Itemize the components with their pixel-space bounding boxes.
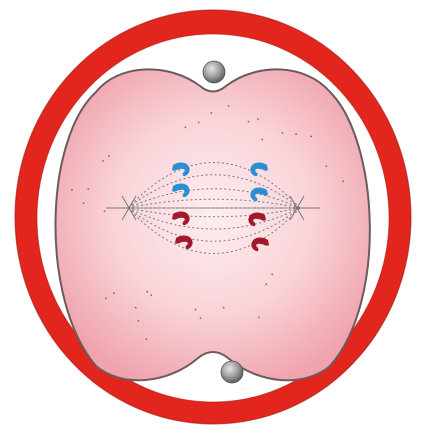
granule bbox=[87, 188, 89, 190]
granule bbox=[258, 317, 260, 319]
granule bbox=[113, 292, 115, 294]
granule bbox=[271, 274, 273, 276]
granule bbox=[195, 309, 197, 311]
granule bbox=[310, 136, 312, 138]
granule bbox=[146, 291, 148, 293]
granule bbox=[71, 189, 73, 191]
granule bbox=[108, 155, 110, 157]
granule bbox=[105, 297, 107, 299]
granule bbox=[150, 294, 152, 296]
granule bbox=[248, 121, 250, 123]
centrosome-top bbox=[203, 61, 225, 83]
granule bbox=[185, 126, 187, 128]
granule bbox=[295, 133, 297, 135]
granule bbox=[265, 283, 267, 285]
granule bbox=[210, 112, 212, 114]
granule bbox=[325, 165, 327, 167]
granule bbox=[342, 180, 344, 182]
centrosome-bottom bbox=[221, 361, 243, 383]
granule bbox=[104, 210, 106, 212]
granule bbox=[228, 105, 230, 107]
granule bbox=[282, 132, 284, 134]
granule bbox=[200, 317, 202, 319]
granule bbox=[102, 160, 104, 162]
granule bbox=[83, 202, 85, 204]
granule bbox=[223, 307, 225, 309]
granule bbox=[198, 122, 200, 124]
granule bbox=[257, 118, 259, 120]
granule bbox=[261, 139, 263, 141]
granule bbox=[137, 320, 139, 322]
cytoplasm bbox=[55, 69, 369, 380]
granule bbox=[135, 307, 137, 309]
granule bbox=[145, 338, 147, 340]
